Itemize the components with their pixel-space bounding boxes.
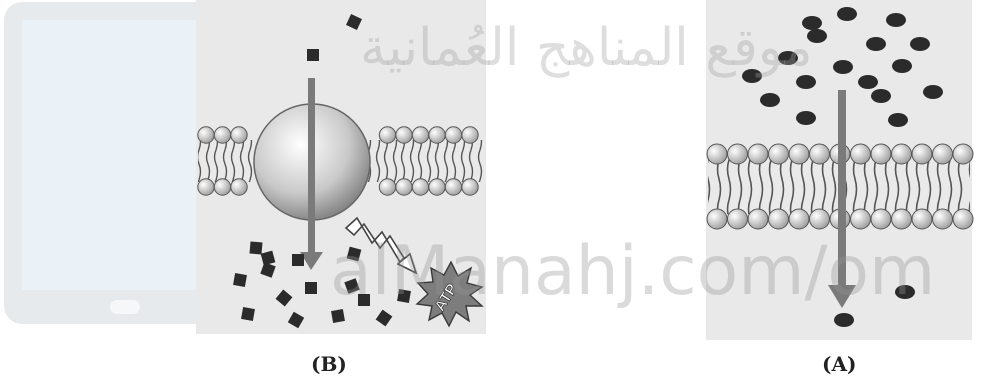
solute-dot bbox=[833, 60, 853, 74]
solute-dot bbox=[871, 89, 891, 103]
solute-dot bbox=[892, 59, 912, 73]
solute-dot bbox=[910, 37, 930, 51]
solute-square bbox=[233, 273, 247, 287]
lipid-head bbox=[429, 179, 445, 195]
solute-square bbox=[241, 307, 255, 321]
solute-dot bbox=[837, 7, 857, 21]
lipid-head bbox=[379, 127, 395, 143]
lipid-head bbox=[912, 209, 932, 229]
lipid-head bbox=[912, 144, 932, 164]
lipid-head bbox=[728, 209, 748, 229]
lipid-head bbox=[707, 209, 727, 229]
lipid-head bbox=[892, 209, 912, 229]
lipid-head bbox=[462, 127, 478, 143]
solute-dot bbox=[760, 93, 780, 107]
solute-square bbox=[331, 309, 345, 323]
caption-a: (A) bbox=[822, 352, 856, 376]
lipid-head bbox=[231, 179, 247, 195]
solute-square bbox=[307, 49, 319, 61]
lipid-head bbox=[214, 127, 230, 143]
lipid-head bbox=[810, 209, 830, 229]
lipid-head bbox=[214, 179, 230, 195]
lipid-head bbox=[769, 144, 789, 164]
lipid-head bbox=[445, 127, 461, 143]
lipid-head bbox=[953, 209, 973, 229]
solute-dot bbox=[834, 313, 854, 327]
solute-dot bbox=[866, 37, 886, 51]
solute-square bbox=[305, 282, 317, 294]
lipid-head bbox=[933, 209, 953, 229]
solute-dot bbox=[888, 113, 908, 127]
watermark-latin: alManahj.com/om bbox=[330, 232, 935, 311]
lipid-head bbox=[445, 179, 461, 195]
solute-dot bbox=[858, 75, 878, 89]
lipid-head bbox=[769, 209, 789, 229]
lipid-head bbox=[810, 144, 830, 164]
watermark-arabic: موقع المناهج العُمانية bbox=[360, 18, 813, 78]
lipid-head bbox=[748, 209, 768, 229]
lipid-head bbox=[198, 127, 214, 143]
solute-dot bbox=[923, 85, 943, 99]
caption-b: (B) bbox=[311, 352, 347, 376]
lipid-head bbox=[396, 179, 412, 195]
lipid-head bbox=[748, 144, 768, 164]
lipid-head bbox=[953, 144, 973, 164]
lipid-head bbox=[789, 209, 809, 229]
solute-dot bbox=[886, 13, 906, 27]
lipid-head bbox=[871, 144, 891, 164]
lipid-head bbox=[933, 144, 953, 164]
lipid-head bbox=[412, 179, 428, 195]
lipid-head bbox=[871, 209, 891, 229]
solute-dot bbox=[796, 111, 816, 125]
lipid-head bbox=[728, 144, 748, 164]
lipid-head bbox=[851, 209, 871, 229]
solute-square bbox=[249, 241, 262, 254]
lipid-head bbox=[379, 179, 395, 195]
lipid-head bbox=[789, 144, 809, 164]
lipid-head bbox=[851, 144, 871, 164]
lipid-head bbox=[198, 179, 214, 195]
solute-square bbox=[292, 254, 304, 266]
lipid-head bbox=[462, 179, 478, 195]
lipid-head bbox=[396, 127, 412, 143]
lipid-head bbox=[892, 144, 912, 164]
lipid-head bbox=[412, 127, 428, 143]
lipid-head bbox=[429, 127, 445, 143]
lipid-head bbox=[707, 144, 727, 164]
lipid-head bbox=[231, 127, 247, 143]
